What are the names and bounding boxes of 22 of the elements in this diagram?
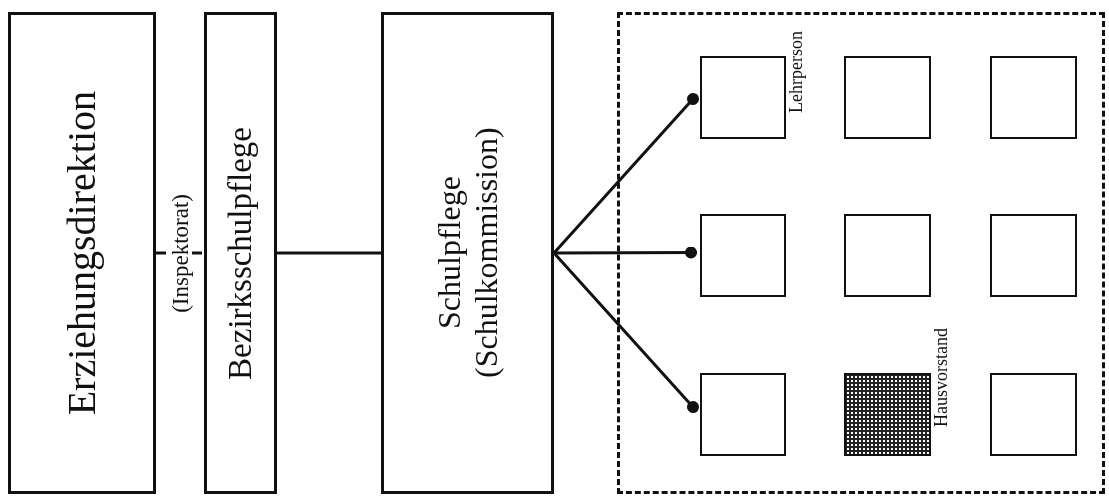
connector-line-with-dot [552,252,699,414]
school-building-region [617,12,1105,494]
node-label: Schulpflege (Schulkommission) [430,126,505,381]
room-box [700,56,786,139]
shaded-room-box [844,373,931,456]
connector-line [277,251,381,255]
room-box [990,56,1077,139]
authority-box [8,12,156,494]
authority-box [204,12,277,494]
node-label: Bezirksschulpflege [221,126,259,380]
node-label: Erziehungsdirektion [59,90,105,416]
room-box [844,214,931,297]
room-box [700,214,786,297]
connector-line-with-dot [552,92,699,254]
room-box [990,373,1077,456]
room-box [844,56,931,139]
room-box [990,214,1077,297]
room-label: Hausvorstand [932,328,950,427]
room-box [700,373,786,456]
room-label: Lehrperson [787,31,805,113]
connector-line-with-dot [554,246,697,259]
authority-box [381,12,554,494]
